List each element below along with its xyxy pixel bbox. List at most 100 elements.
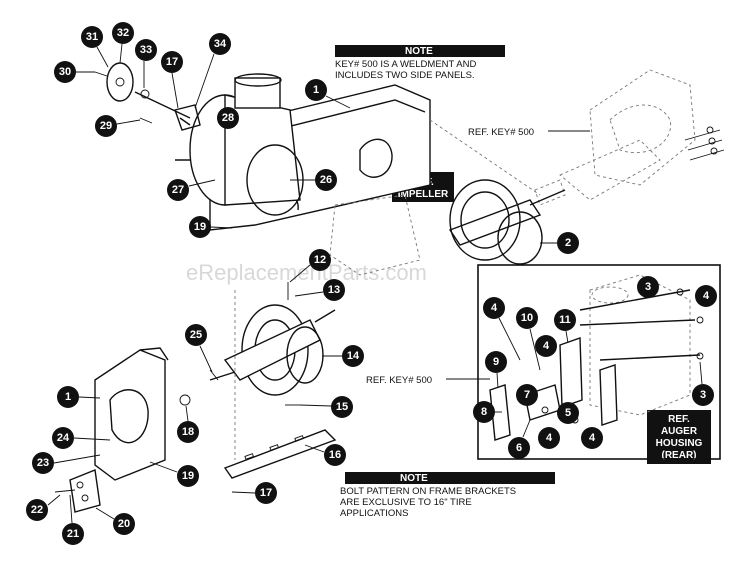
callout: 4 xyxy=(535,335,557,357)
callout: 13 xyxy=(323,279,345,301)
leader-line xyxy=(116,119,141,125)
callout-number: 32 xyxy=(117,27,129,39)
callout-number: 4 xyxy=(703,290,710,302)
callout: 31 xyxy=(81,26,103,48)
callout: 7 xyxy=(516,384,538,406)
callout-number: 13 xyxy=(328,284,340,296)
callout-number: 4 xyxy=(589,432,596,444)
ref-impeller-line: IMPELLER xyxy=(398,189,449,200)
leader-line xyxy=(171,72,179,109)
callout: 20 xyxy=(113,513,135,535)
callout: 4 xyxy=(581,427,603,449)
callout-number: 23 xyxy=(37,457,49,469)
impeller-ghost xyxy=(329,194,421,276)
leader-line xyxy=(78,396,101,399)
callout: 18 xyxy=(177,421,199,443)
callout: 26 xyxy=(315,169,337,191)
leader-line xyxy=(188,179,216,187)
leader-line xyxy=(496,372,499,389)
callout-number: 18 xyxy=(182,426,194,438)
leader-line xyxy=(299,404,332,407)
inset-auger-housing xyxy=(489,274,704,441)
callout-number: 33 xyxy=(140,44,152,56)
callout-number: 1 xyxy=(65,391,71,403)
callout: 34 xyxy=(209,33,231,55)
callout: 11 xyxy=(554,309,576,331)
callout: 8 xyxy=(473,401,495,423)
callout-number: 30 xyxy=(59,66,71,78)
callout-number: 9 xyxy=(493,356,499,368)
ref-key-500-mid: REF. KEY# 500 xyxy=(366,375,432,386)
callout: 4 xyxy=(695,285,717,307)
callout-number: 17 xyxy=(166,56,178,68)
leader-line xyxy=(149,461,178,473)
note-line: INCLUDES TWO SIDE PANELS. xyxy=(335,70,475,81)
callout: 17 xyxy=(161,51,183,73)
callout: 10 xyxy=(516,307,538,329)
callout-number: 26 xyxy=(320,174,332,186)
leader-line xyxy=(47,494,61,506)
callout: 14 xyxy=(342,345,364,367)
callout: 12 xyxy=(309,249,331,271)
callout-number: 7 xyxy=(524,389,530,401)
auger-housing-ghost-top xyxy=(534,69,725,206)
leader-line xyxy=(325,95,351,109)
note-heading: NOTE xyxy=(400,473,428,484)
callout-number: 3 xyxy=(645,281,651,293)
callout-number: 16 xyxy=(329,449,341,461)
callout: 27 xyxy=(167,179,189,201)
callout-number: 5 xyxy=(565,407,571,419)
note-heading-bar xyxy=(345,472,555,484)
callout: 1 xyxy=(305,79,327,101)
callout: 6 xyxy=(508,437,530,459)
callout-number: 27 xyxy=(172,184,184,196)
leader-line xyxy=(194,53,215,109)
ref-key-500-top: REF. KEY# 500 xyxy=(468,127,534,138)
callout: 9 xyxy=(485,351,507,373)
callout-number: 19 xyxy=(182,470,194,482)
leader-line xyxy=(304,444,325,453)
callout: 33 xyxy=(135,39,157,61)
leader-line xyxy=(210,226,233,229)
inset-frame xyxy=(477,264,721,460)
callout: 1 xyxy=(57,386,79,408)
leader-line xyxy=(699,361,703,385)
note-bolt-pattern: NOTE BOLT PATTERN ON FRAME BRACKETS ARE … xyxy=(340,472,555,519)
ref-auger-line: HOUSING xyxy=(656,438,703,449)
leader-line xyxy=(231,491,256,494)
callout: 30 xyxy=(54,61,76,83)
callout-number: 1 xyxy=(313,84,319,96)
callout: 17 xyxy=(255,482,277,504)
leader-line xyxy=(119,43,123,64)
side-panel-left xyxy=(94,347,169,481)
callout: 29 xyxy=(95,115,117,137)
note-weldment: NOTE KEY# 500 IS A WELDMENT AND INCLUDES… xyxy=(335,45,505,81)
callout-number: 34 xyxy=(214,38,227,50)
callout-number: 10 xyxy=(521,312,533,324)
frame-bracket xyxy=(54,469,101,513)
callout: 3 xyxy=(692,384,714,406)
note-heading: NOTE xyxy=(405,46,433,57)
callout: 19 xyxy=(189,216,211,238)
ref-auger-housing-box: REF. AUGER HOUSING (REAR) xyxy=(647,410,711,464)
callout-number: 29 xyxy=(100,120,112,132)
callout-number: 28 xyxy=(222,112,234,124)
leader-line xyxy=(69,494,73,524)
callout-number: 20 xyxy=(118,518,130,530)
callout-number: 25 xyxy=(190,329,202,341)
callout-number: 4 xyxy=(543,340,550,352)
leader-line xyxy=(294,291,324,297)
callout: 24 xyxy=(52,427,74,449)
scraper-bar xyxy=(223,429,337,479)
callout: 3 xyxy=(637,276,659,298)
callout: 28 xyxy=(217,107,239,129)
note-heading-bar xyxy=(335,45,505,57)
callout: 19 xyxy=(177,465,199,487)
callout-number: 6 xyxy=(516,442,522,454)
callout-number: 12 xyxy=(314,254,326,266)
callout-number: 21 xyxy=(67,528,79,540)
callout-number: 2 xyxy=(565,237,571,249)
leader-line xyxy=(96,46,109,68)
callout-number: 22 xyxy=(31,504,43,516)
